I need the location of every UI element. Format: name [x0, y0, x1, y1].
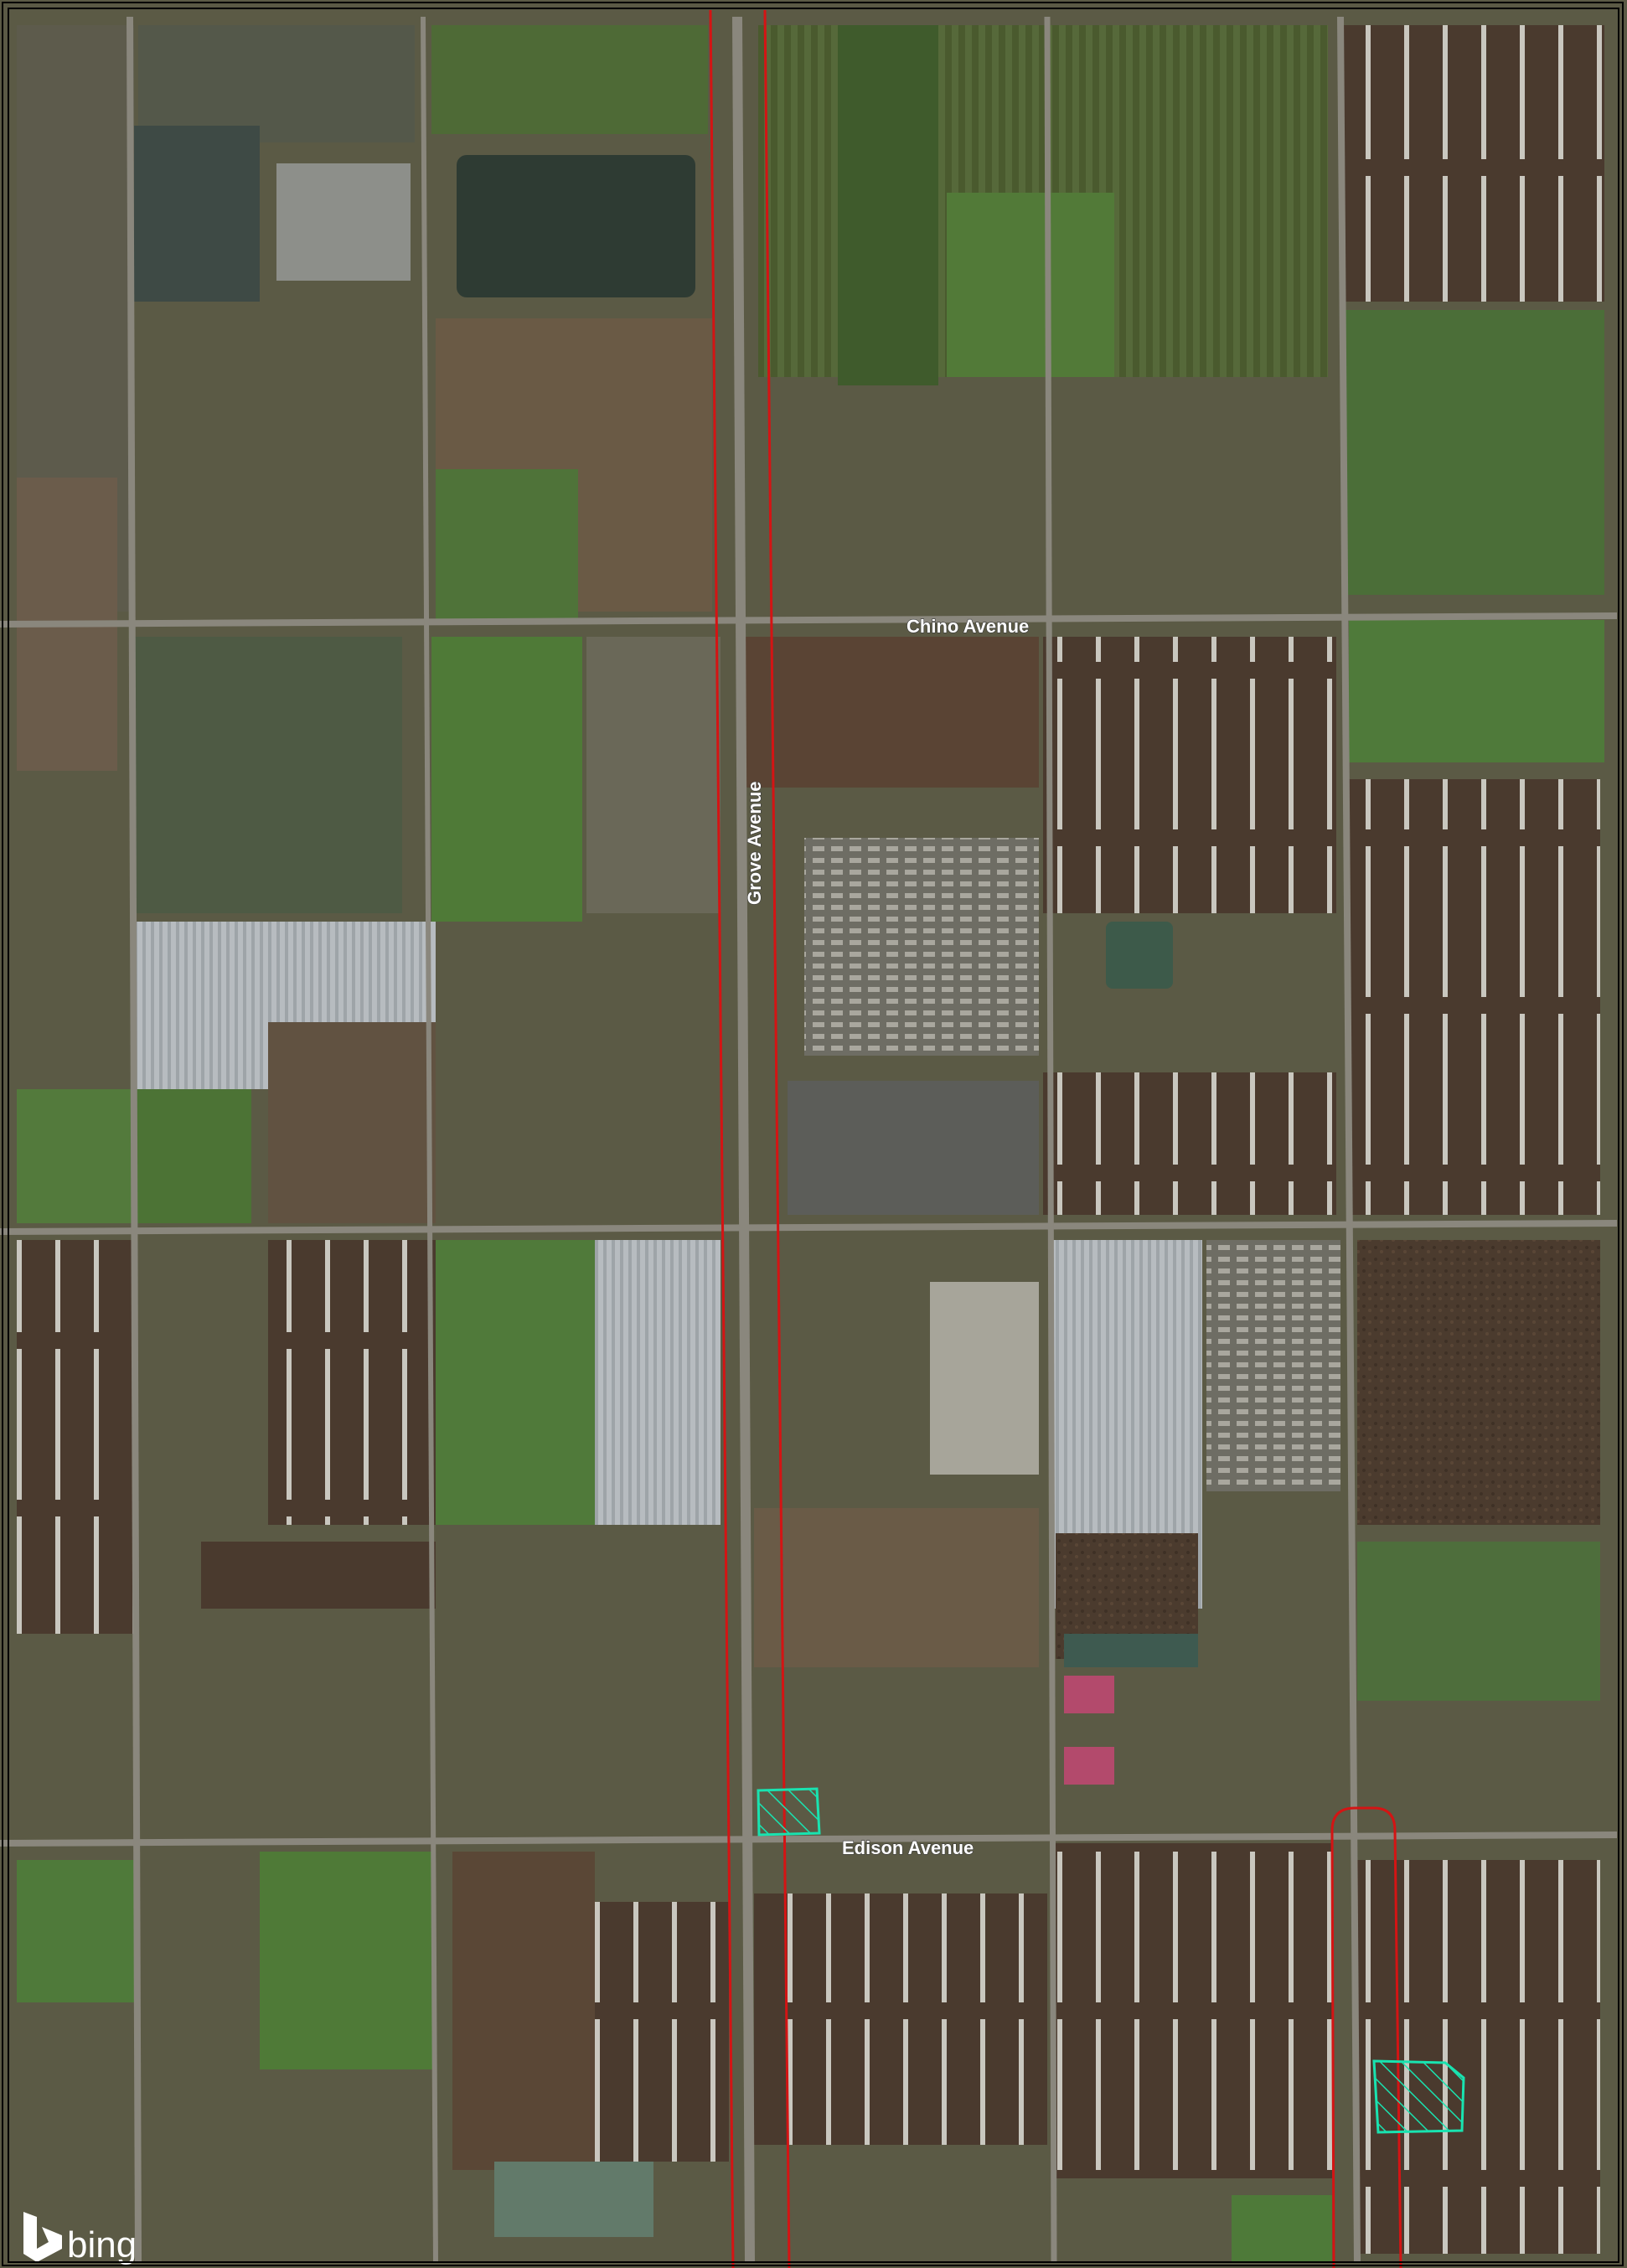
- road-edison-avenue: [0, 1831, 1618, 1847]
- highlighted-parcel-southeast: [1372, 2059, 1465, 2134]
- highlighted-parcels: [757, 1787, 1465, 2134]
- road-west-mid-north-south: [421, 16, 438, 2263]
- edison-avenue-label: Edison Avenue: [842, 1837, 974, 1858]
- land-parcels: [17, 25, 1604, 2262]
- highlighted-parcel-edison: [757, 1787, 821, 1837]
- bing-logo: bing: [23, 2212, 137, 2265]
- road-west-north-south: [127, 16, 142, 2263]
- map-frame: [8, 8, 1619, 2263]
- boundary-lines: [709, 9, 1402, 2268]
- boundary-loop-southeast: [1330, 1806, 1402, 2268]
- boundary-line-east: [763, 9, 791, 2268]
- water-bodies: [457, 155, 1198, 1667]
- bing-attribution: bing: [67, 2224, 137, 2265]
- chino-avenue-label: Chino Avenue: [906, 616, 1029, 637]
- road-east-north-south: [1337, 16, 1361, 2263]
- road-east-mid-north-south: [1044, 16, 1057, 2263]
- grove-avenue-label: Grove Avenue: [744, 781, 765, 905]
- roads: [0, 16, 1618, 2263]
- road-grove-avenue: [732, 16, 755, 2263]
- bing-icon: [23, 2212, 62, 2262]
- boundary-line-west: [709, 9, 735, 2268]
